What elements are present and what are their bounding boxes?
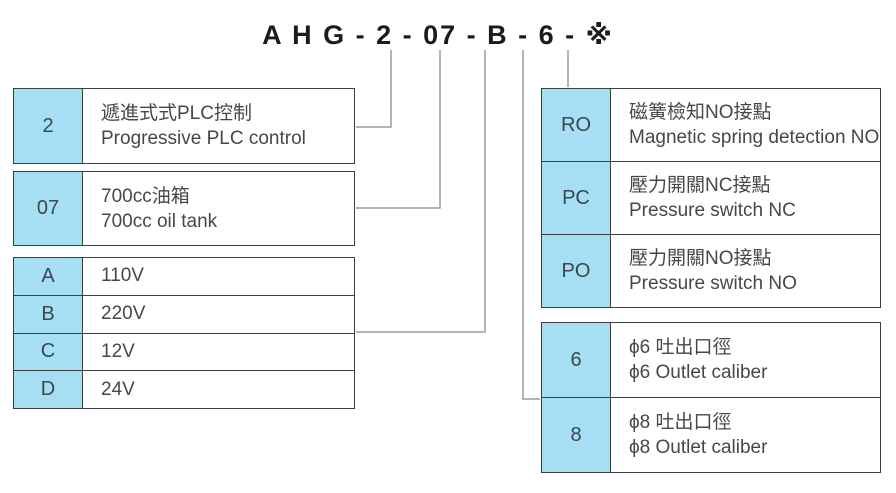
table-row: B 220V	[14, 294, 354, 333]
sensor-table: RO 磁簧檢知NO接點 Magnetic spring detection NO…	[541, 88, 881, 308]
model-code-title: A H G - 2 - 07 - B - 6 - ※	[262, 20, 614, 50]
desc-cell: 12V	[101, 340, 135, 362]
desc-cell: 24V	[101, 378, 135, 400]
code-cell: PO	[542, 235, 611, 307]
table-row: D 24V	[14, 370, 354, 408]
table-row: A 110V	[14, 258, 354, 295]
desc-en: Magnetic spring detection NO	[629, 127, 880, 148]
desc-en: Pressure switch NO	[629, 273, 797, 294]
desc-cell: 壓力開關NO接點 Pressure switch NO	[611, 235, 880, 307]
oil-tank-table: 07 700cc油箱 700cc oil tank	[13, 171, 355, 246]
table-row: PC 壓力開關NC接點 Pressure switch NC	[542, 161, 880, 234]
code-cell: D	[14, 371, 83, 408]
code-cell: PC	[542, 162, 611, 234]
code-cell: 6	[542, 323, 611, 397]
desc-en: ϕ6 Outlet caliber	[629, 362, 768, 383]
desc-zh: 遞進式式PLC控制	[101, 103, 252, 124]
connector-line-2	[356, 50, 392, 128]
table-row: C 12V	[14, 332, 354, 371]
desc-cell: ϕ6 吐出口徑 ϕ6 Outlet caliber	[611, 323, 880, 397]
desc-zh: 磁簧檢知NO接點	[629, 102, 772, 123]
desc-cell: 壓力開關NC接點 Pressure switch NC	[611, 162, 880, 234]
desc-en: Progressive PLC control	[101, 128, 306, 149]
desc-en: 700cc oil tank	[101, 210, 218, 232]
desc-cell: 遞進式式PLC控制 Progressive PLC control	[83, 89, 354, 163]
table-row: 2 遞進式式PLC控制 Progressive PLC control	[14, 89, 354, 163]
connector-line-b	[356, 50, 486, 333]
table-row: 07 700cc油箱 700cc oil tank	[14, 172, 354, 245]
plc-control-table: 2 遞進式式PLC控制 Progressive PLC control	[13, 88, 355, 164]
desc-cell: 700cc油箱 700cc oil tank	[83, 172, 354, 245]
code-cell: C	[14, 333, 83, 371]
desc-cell: 220V	[101, 303, 146, 325]
code-cell: RO	[542, 89, 611, 161]
outlet-table: 6 ϕ6 吐出口徑 ϕ6 Outlet caliber 8 ϕ8 吐出口徑 ϕ8…	[541, 322, 881, 473]
code-cell: B	[14, 295, 83, 333]
desc-cell: ϕ8 吐出口徑 ϕ8 Outlet caliber	[611, 398, 880, 472]
connector-line-07	[356, 50, 441, 209]
desc-en: Pressure switch NC	[629, 200, 796, 221]
table-row: PO 壓力開關NO接點 Pressure switch NO	[542, 234, 880, 307]
code-cell: A	[14, 258, 83, 295]
table-row: 6 ϕ6 吐出口徑 ϕ6 Outlet caliber	[542, 323, 880, 397]
desc-zh: ϕ6 吐出口徑	[629, 337, 732, 358]
desc-zh: 700cc油箱	[101, 185, 190, 207]
code-cell: 2	[14, 89, 83, 163]
table-row: RO 磁簧檢知NO接點 Magnetic spring detection NO	[542, 89, 880, 161]
desc-cell: 110V	[101, 265, 144, 287]
voltage-table: A 110V B 220V C 12V D 24V	[13, 257, 355, 409]
connector-line-6	[522, 50, 540, 400]
code-cell: 8	[542, 398, 611, 472]
code-cell: 07	[14, 172, 83, 245]
desc-zh: 壓力開關NC接點	[629, 175, 771, 196]
desc-cell: 磁簧檢知NO接點 Magnetic spring detection NO	[611, 89, 880, 161]
desc-zh: ϕ8 吐出口徑	[629, 412, 732, 433]
desc-en: ϕ8 Outlet caliber	[629, 437, 768, 458]
table-row: 8 ϕ8 吐出口徑 ϕ8 Outlet caliber	[542, 397, 880, 472]
desc-zh: 壓力開關NO接點	[629, 248, 772, 269]
